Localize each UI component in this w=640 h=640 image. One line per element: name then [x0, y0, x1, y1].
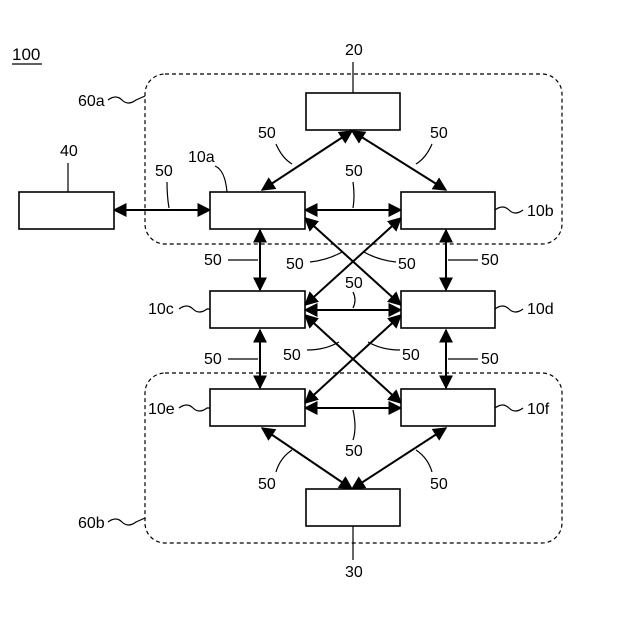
link-label-10a-10c: 50 [204, 252, 222, 269]
link-label-10c-10d: 50 [345, 275, 363, 292]
node-10a-leader [215, 166, 227, 192]
node-10e-leader [179, 405, 210, 411]
node-10a-box [210, 192, 305, 229]
node-20-label: 20 [345, 42, 363, 59]
group-60b-label: 60b [78, 515, 105, 532]
node-10d-label: 10d [527, 301, 554, 318]
node-10e-box [210, 389, 305, 426]
link-label-cross-bottom-left: 50 [283, 347, 301, 364]
node-10b-box [401, 192, 495, 229]
group-60b-leader [108, 518, 145, 525]
link-label-cross-top-right: 50 [398, 256, 416, 273]
node-40-box [19, 192, 114, 229]
link-label-10a-10b: 50 [345, 163, 363, 180]
link-label-cross-bottom-right: 50 [402, 347, 420, 364]
link-label-30-10e: 50 [258, 476, 276, 493]
link-label-20-10a: 50 [258, 125, 276, 142]
link-label-40-10a: 50 [155, 163, 173, 180]
node-10d-box [401, 291, 495, 328]
node-10b-label: 10b [527, 203, 554, 220]
link-label-cross-top-left: 50 [286, 256, 304, 273]
node-40-label: 40 [60, 143, 78, 160]
node-10f-box [401, 389, 495, 426]
node-10f-leader [495, 405, 523, 411]
node-10f-label: 10f [527, 401, 550, 418]
group-60a-leader [108, 96, 145, 103]
link-label-10c-10e: 50 [204, 351, 222, 368]
node-10e-label: 10e [148, 401, 175, 418]
group-60a-label: 60a [78, 93, 105, 110]
node-10d-leader [495, 306, 523, 312]
link-label-30-10f: 50 [430, 476, 448, 493]
link-label-10d-10f: 50 [481, 351, 499, 368]
figure-label: 100 [12, 45, 40, 64]
node-10c-label: 10c [148, 301, 174, 318]
link-label-10e-10f: 50 [345, 443, 363, 460]
node-10a-label: 10a [188, 149, 215, 166]
node-10c-box [210, 291, 305, 328]
link-label-20-10b: 50 [430, 125, 448, 142]
node-20-box [306, 93, 400, 130]
node-10b-leader [495, 207, 523, 213]
node-10c-leader [179, 306, 210, 312]
node-30-box [306, 489, 400, 526]
node-30-label: 30 [345, 564, 363, 581]
link-label-10b-10d: 50 [481, 252, 499, 269]
